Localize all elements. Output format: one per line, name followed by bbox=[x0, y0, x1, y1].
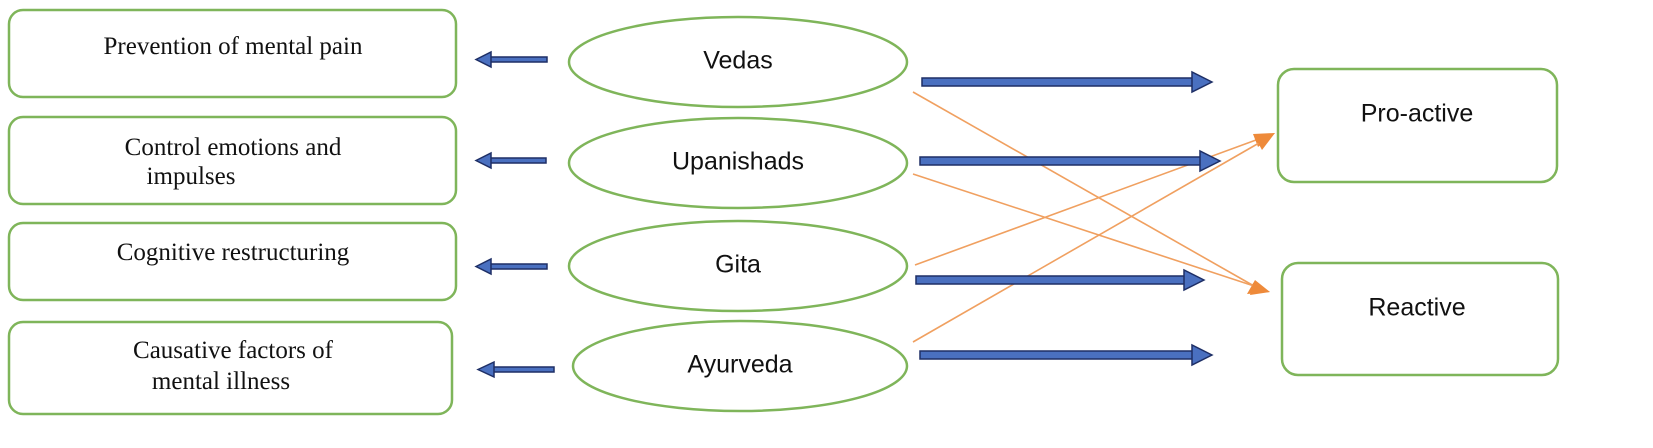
source-node-upanishads: Upanishads bbox=[567, 116, 909, 210]
link-vedas-reactive bbox=[912, 91, 1255, 287]
outcome-box-frame bbox=[7, 221, 458, 302]
right-arrow-upanishads bbox=[919, 149, 1222, 173]
source-node-vedas: Vedas bbox=[567, 15, 909, 109]
source-node-ayurveda: Ayurveda bbox=[571, 319, 909, 413]
left-arrow-ayurveda bbox=[476, 360, 555, 379]
left-arrow-vedas bbox=[474, 50, 548, 69]
left-arrow-upanishads bbox=[474, 151, 547, 170]
left-arrows bbox=[474, 50, 555, 379]
source-ellipse bbox=[567, 219, 909, 313]
outcome-box-frame bbox=[7, 320, 454, 416]
outcome-label-line-1: Causative factors of bbox=[133, 337, 334, 364]
source-label: Upanishads bbox=[672, 148, 804, 176]
outcome-label-line-2: mental illness bbox=[152, 368, 290, 395]
outcome-box-cognitive: Cognitive restructuring bbox=[7, 221, 458, 302]
source-label: Gita bbox=[715, 251, 761, 279]
approach-label: Reactive bbox=[1368, 294, 1465, 322]
source-node-gita: Gita bbox=[567, 219, 909, 313]
approach-box-reactive: Reactive bbox=[1280, 261, 1560, 377]
source-ellipse bbox=[567, 116, 909, 210]
approach-box-proactive: Pro-active bbox=[1276, 67, 1559, 184]
cross-links bbox=[912, 91, 1275, 343]
right-arrow-gita bbox=[915, 268, 1206, 292]
link-ayurveda-proactive bbox=[912, 142, 1260, 343]
arrowhead-upanishads-reactive bbox=[1250, 283, 1270, 295]
outcome-box-frame bbox=[7, 115, 458, 206]
outcome-label: Prevention of mental pain bbox=[104, 33, 363, 60]
source-label: Vedas bbox=[703, 47, 773, 75]
outcome-label: Cognitive restructuring bbox=[117, 239, 350, 266]
approach-box-frame bbox=[1276, 67, 1559, 184]
source-ellipse bbox=[567, 15, 909, 109]
outcome-box-prevention: Prevention of mental pain bbox=[7, 8, 458, 99]
right-arrows bbox=[915, 70, 1222, 367]
source-label: Ayurveda bbox=[687, 351, 792, 379]
approach-label: Pro-active bbox=[1361, 100, 1474, 128]
right-arrow-ayurveda bbox=[919, 343, 1214, 367]
arrowhead-ayurveda-proactive bbox=[1255, 133, 1275, 150]
outcome-label-line-1: Control emotions and bbox=[125, 134, 342, 161]
left-arrow-gita bbox=[474, 257, 548, 276]
right-arrow-vedas bbox=[921, 70, 1214, 94]
outcome-box-control: Control emotions and impulses bbox=[7, 115, 458, 206]
outcome-box-causative: Causative factors of mental illness bbox=[7, 320, 454, 416]
outcome-label-line-2: impulses bbox=[147, 163, 236, 190]
source-ellipse bbox=[571, 319, 909, 413]
approach-box-frame bbox=[1280, 261, 1560, 377]
link-upanishads-reactive bbox=[912, 173, 1255, 287]
outcome-box-frame bbox=[7, 8, 458, 99]
